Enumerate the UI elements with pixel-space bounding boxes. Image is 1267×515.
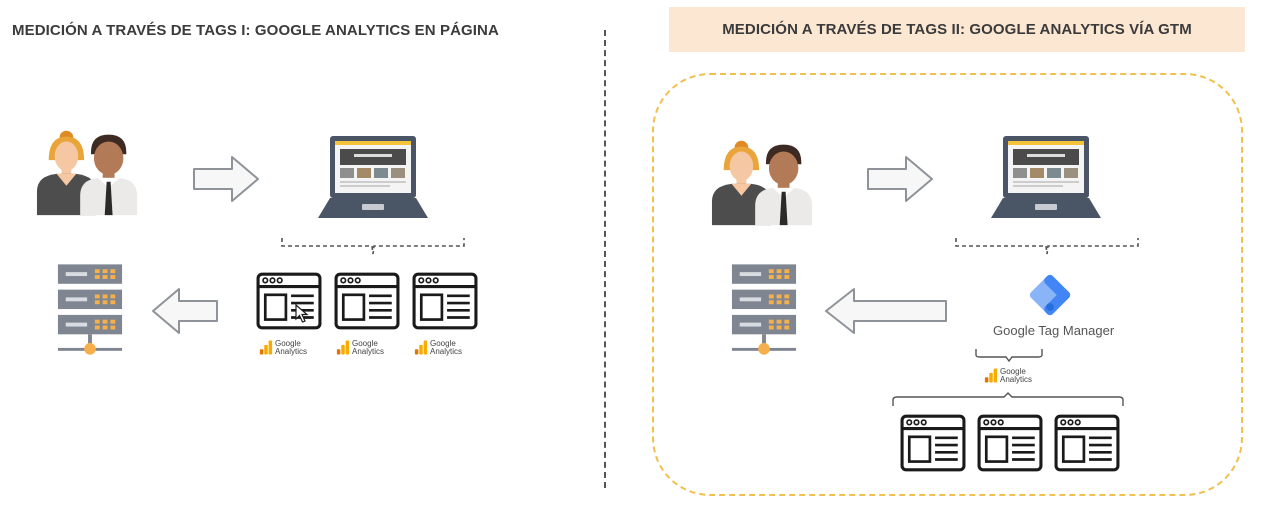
- arrow-right-icon: [866, 155, 934, 203]
- arrow-left-icon: [150, 287, 220, 335]
- webpage-icon: [334, 272, 400, 330]
- bracket-icon: [281, 238, 465, 255]
- arrow-left-icon: [825, 288, 947, 334]
- webpage-icon: [977, 414, 1043, 472]
- left-panel-title: MEDICIÓN A TRAVÉS DE TAGS I: GOOGLE ANAL…: [12, 22, 499, 39]
- bracket-icon: [892, 392, 1124, 406]
- google-analytics-icon: [336, 340, 350, 355]
- webpage-icon: [1054, 414, 1120, 472]
- bracket-icon: [955, 238, 1139, 255]
- gtm-label: Google Tag Manager: [993, 323, 1115, 338]
- people-icon: [710, 134, 818, 226]
- cursor-icon: [295, 304, 309, 323]
- google-analytics-icon: [259, 340, 273, 355]
- bracket-icon: [975, 349, 1043, 362]
- right-panel-title-banner: MEDICIÓN A TRAVÉS DE TAGS II: GOOGLE ANA…: [669, 7, 1245, 52]
- gtm-icon: [1027, 272, 1073, 318]
- google-analytics-label: Google Analytics: [352, 339, 385, 356]
- google-analytics-label: Google Analytics: [1000, 367, 1033, 384]
- people-icon: [35, 124, 143, 216]
- laptop-icon: [991, 134, 1101, 220]
- arrow-right-icon: [192, 155, 260, 203]
- google-analytics-icon: [414, 340, 428, 355]
- webpage-icon: [412, 272, 478, 330]
- server-icon: [56, 264, 124, 358]
- server-icon: [730, 264, 798, 358]
- google-analytics-label: Google Analytics: [275, 339, 308, 356]
- right-panel-title: MEDICIÓN A TRAVÉS DE TAGS II: GOOGLE ANA…: [722, 21, 1192, 38]
- webpage-icon: [256, 272, 322, 330]
- gtm-dashed-container: [652, 73, 1243, 496]
- google-analytics-label: Google Analytics: [430, 339, 463, 356]
- webpage-icon: [900, 414, 966, 472]
- panel-divider: [604, 30, 606, 488]
- google-analytics-icon: [984, 368, 998, 383]
- laptop-icon: [318, 134, 428, 220]
